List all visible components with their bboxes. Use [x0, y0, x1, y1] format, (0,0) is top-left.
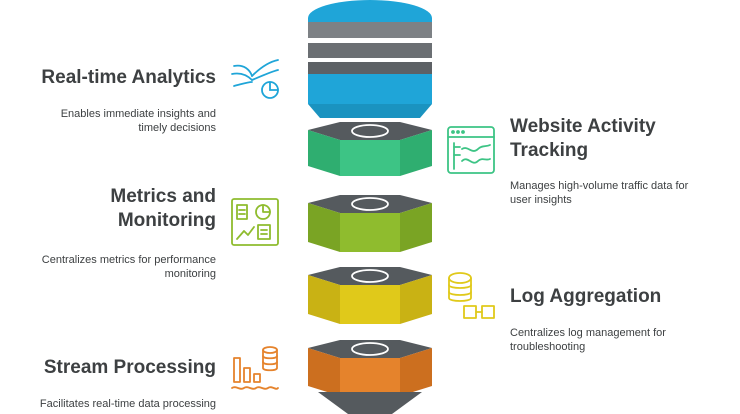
log-aggregation-title: Log Aggregation	[510, 286, 662, 307]
realtime-analytics-desc: Enables immediate insights and timely de…	[60, 108, 216, 134]
metrics-monitoring-title: Metrics and Monitoring	[110, 186, 216, 231]
dashboard-icon	[231, 198, 279, 246]
stream-processing-desc: Facilitates real-time data processing	[39, 398, 216, 410]
realtime-analytics-title: Real-time Analytics	[41, 67, 216, 88]
metrics-monitoring-desc: Centralizes metrics for performance moni…	[41, 254, 216, 280]
database-link-icon	[448, 272, 495, 319]
website-activity-title: Website Activity Tracking	[510, 116, 656, 161]
layer-orange	[308, 340, 432, 414]
layer-blue	[308, 0, 432, 118]
website-activity-desc: Manages high-volume traffic data for use…	[510, 180, 689, 206]
log-aggregation-desc: Centralizes log management for troublesh…	[510, 327, 666, 353]
layer-yellow	[308, 267, 432, 324]
browser-activity-icon	[447, 126, 495, 174]
layer-green	[308, 122, 432, 176]
stream-processing-title: Stream Processing	[43, 357, 216, 378]
stream-bars-icon	[231, 346, 279, 390]
analytics-pie-icon	[231, 59, 279, 99]
layer-olive	[308, 195, 432, 252]
